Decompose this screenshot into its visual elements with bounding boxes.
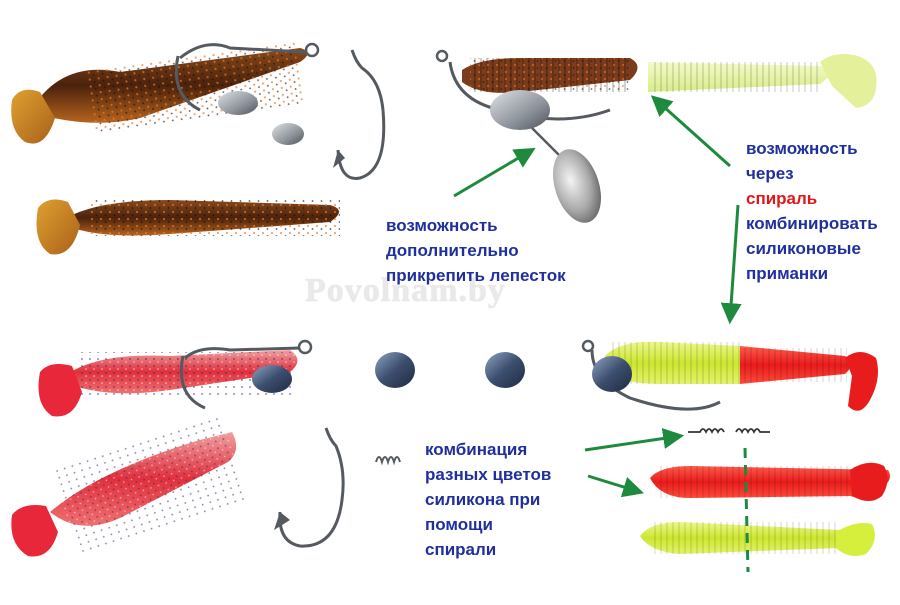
caption-line: дополнительно	[386, 241, 519, 260]
red-lure	[11, 414, 250, 557]
caption-spiral: возможность через спираль комбинировать …	[746, 136, 878, 286]
caption-line: приманки	[746, 264, 829, 283]
offset-hook	[333, 49, 386, 180]
red-lure-rigged	[38, 339, 313, 417]
caption-line: возможность	[386, 216, 498, 235]
offset-hook	[274, 427, 345, 548]
caption-line: помощи	[425, 515, 493, 534]
caption-line: силикона при	[425, 490, 541, 509]
screw-spiral	[375, 456, 401, 466]
lead-weight	[485, 352, 525, 388]
arrow-down-to-rig	[720, 204, 742, 325]
caption-highlight: спираль	[746, 189, 818, 208]
rig-lime-red-combo	[581, 339, 878, 411]
lime-lure-split	[640, 522, 875, 556]
arrow-to-split-lure	[587, 474, 645, 498]
split-dashed-line	[743, 447, 750, 573]
caption-line: возможность	[746, 139, 858, 158]
caption-colors: комбинация разных цветов силикона при по…	[425, 437, 551, 562]
rig-brown-lime-combo	[435, 49, 877, 223]
caption-line: спирали	[425, 540, 497, 559]
arrow-to-spirals	[584, 428, 685, 452]
caption-line: прикрепить лепесток	[386, 266, 566, 285]
lead-weight	[375, 352, 415, 388]
caption-petal: возможность дополнительно прикрепить леп…	[386, 213, 566, 288]
caption-line: комбинация	[425, 440, 528, 459]
red-lure-split	[650, 462, 890, 501]
caption-line: через	[746, 164, 794, 183]
watermark: Povolnam.by	[305, 272, 506, 309]
lead-weight	[272, 123, 304, 145]
arrow-to-spiral-combo	[650, 95, 732, 168]
caption-line: силиконовые	[746, 239, 861, 258]
lead-weight	[218, 91, 258, 115]
screw-spirals	[688, 428, 770, 435]
brown-lure-rigged	[11, 40, 320, 144]
caption-line: комбинировать	[746, 214, 878, 233]
caption-line: разных цветов	[425, 465, 552, 484]
brown-lure	[36, 199, 340, 255]
arrow-to-petal	[453, 147, 536, 198]
